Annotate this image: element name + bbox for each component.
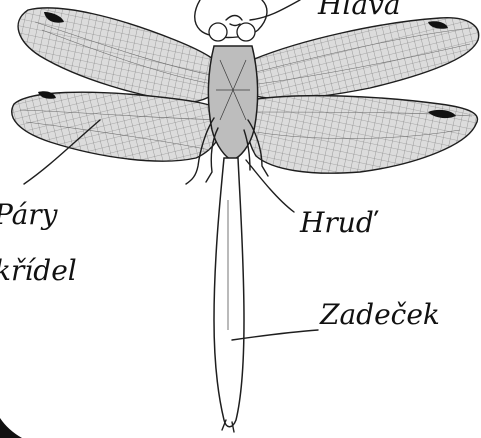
left-forewing xyxy=(18,8,228,102)
right-forewing xyxy=(248,18,479,99)
label-head: Hlava xyxy=(317,0,401,21)
left-hindwing xyxy=(12,91,225,161)
dragonfly-head xyxy=(195,0,267,41)
dragonfly-abdomen xyxy=(214,158,244,432)
label-abdomen: Zadeček xyxy=(319,298,440,331)
right-hindwing xyxy=(247,96,478,174)
corner-shadow xyxy=(0,418,22,438)
abdomen-leader-line xyxy=(232,330,318,340)
label-thorax: Hruď xyxy=(299,206,379,239)
label-wings-line2: křídel xyxy=(0,254,77,287)
head-leader-line xyxy=(250,0,300,20)
label-wings-line1: Páry xyxy=(0,198,59,231)
